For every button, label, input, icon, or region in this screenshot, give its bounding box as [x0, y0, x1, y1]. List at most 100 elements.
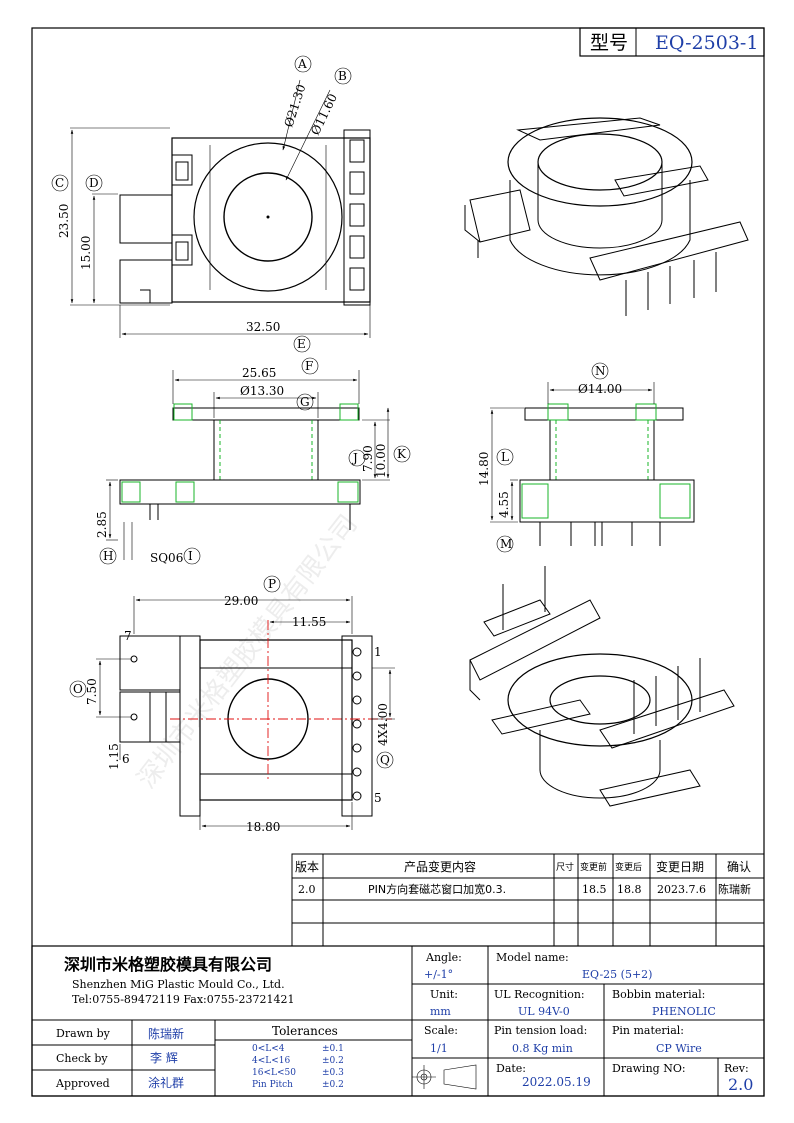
model-name-label: Model name:	[496, 951, 569, 964]
marker-h: H	[103, 549, 113, 563]
front-width-flange: 25.65	[242, 366, 276, 380]
pin-number-6: 6	[122, 752, 130, 766]
tolerances-title: Tolerances	[272, 1024, 338, 1038]
tension-value: 0.8 Kg min	[512, 1042, 573, 1055]
tol-value-3: ±0.3	[322, 1068, 344, 1078]
tol-range-1: 0<L<4	[252, 1044, 285, 1054]
marker-q: Q	[380, 753, 390, 767]
date-label: Date:	[496, 1062, 526, 1075]
pin-number-1: 1	[374, 645, 382, 659]
marker-o: O	[73, 682, 83, 696]
date-value: 2022.05.19	[522, 1075, 591, 1089]
rev-row-date: 2023.7.6	[657, 883, 706, 896]
marker-j: J	[351, 451, 358, 465]
side-dia-core: Ø14.00	[578, 382, 622, 396]
revision-table: 版本 产品变更内容 尺寸 变更前 变更后 变更日期 确认 2.0 PIN方向套磁…	[291, 853, 765, 947]
bottom-edge: 1.15	[107, 743, 121, 770]
marker-p: P	[268, 577, 276, 591]
side-view: Ø14.00 14.80 4.55 L M N	[477, 362, 695, 553]
marker-i: I	[188, 549, 193, 563]
marker-a: A	[297, 57, 307, 71]
marker-n: N	[595, 364, 606, 378]
marker-e: E	[297, 337, 306, 351]
model-header-value: EQ-2503-1	[655, 32, 758, 54]
unit-value: mm	[430, 1005, 451, 1018]
rev-row-after: 18.8	[617, 883, 642, 896]
top-outer-circle	[193, 142, 343, 292]
tension-label: Pin tension load:	[494, 1024, 587, 1037]
rev-header-before: 变更前	[580, 861, 607, 873]
bottom-pitch-left: 7.50	[85, 678, 99, 705]
scale-value: 1/1	[430, 1042, 448, 1055]
pin-material-value: CP Wire	[656, 1042, 702, 1055]
rev-header-date: 变更日期	[656, 859, 704, 874]
rev-row-before: 18.5	[582, 883, 607, 896]
angle-value: +/-1°	[424, 968, 453, 981]
iso-view-bottom	[469, 566, 735, 807]
marker-m: M	[500, 537, 512, 551]
top-view: Ø21.30 Ø11.60 23.50 15.00 32.50 A B C D …	[51, 55, 371, 353]
rev-row-content: PIN方向套磁芯窗口加宽0.3.	[368, 882, 506, 896]
rev-row-confirm: 陈瑞新	[718, 882, 751, 896]
marker-k: K	[397, 447, 407, 461]
check-by-label: Check by	[56, 1052, 108, 1065]
drawn-by-name: 陈瑞新	[148, 1026, 184, 1041]
rev-value: 2.0	[728, 1075, 753, 1094]
bobbin-label: Bobbin material:	[612, 988, 705, 1001]
company-tel-fax: Tel:0755-89472119 Fax:0755-23721421	[72, 993, 294, 1006]
top-height-mid: 15.00	[79, 236, 93, 270]
rev-header-after: 变更后	[615, 861, 642, 873]
iso-view-top	[464, 117, 749, 316]
tol-value-4: ±0.2	[322, 1080, 344, 1090]
check-by-name: 李 辉	[150, 1050, 178, 1065]
marker-l: L	[501, 450, 509, 464]
approved-name: 涂礼群	[148, 1075, 184, 1090]
rev-header-version: 版本	[295, 860, 319, 874]
top-dia-inner: Ø11.60	[308, 91, 340, 137]
bottom-view: 29.00 11.55 7.50 4X4.00 1.15 18.80 7 6 1…	[69, 575, 395, 834]
approved-label: Approved	[55, 1077, 110, 1090]
tol-range-4: Pin Pitch	[252, 1080, 293, 1090]
sheet-border	[31, 27, 765, 1097]
tol-range-2: 4<L<16	[252, 1056, 291, 1066]
front-winding-h: 7.90	[361, 445, 375, 472]
company-name-en: Shenzhen MiG Plastic Mould Co., Ltd.	[72, 978, 285, 991]
rev-row-version: 2.0	[298, 883, 316, 896]
tol-range-3: 16<L<50	[252, 1068, 296, 1078]
tol-value-2: ±0.2	[322, 1056, 344, 1066]
bobbin-value: PHENOLIC	[652, 1005, 716, 1018]
marker-f: F	[305, 359, 313, 373]
top-inner-circle	[223, 172, 313, 262]
drawn-by-label: Drawn by	[56, 1027, 111, 1040]
ul-label: UL Recognition:	[494, 988, 585, 1001]
top-width-total: 32.50	[246, 320, 280, 334]
angle-label: Angle:	[425, 951, 462, 964]
front-dia-core: Ø13.30	[240, 384, 284, 398]
bottom-width-base: 18.80	[246, 820, 280, 834]
front-view: 25.65 Ø13.30 7.90 10.00 2.85 SQ06 F G H …	[95, 357, 411, 565]
title-block: 深圳市米格塑胶模具有限公司 Shenzhen MiG Plastic Mould…	[31, 945, 765, 1097]
marker-d: D	[89, 176, 99, 190]
bottom-pitch-right: 4X4.00	[376, 703, 390, 746]
rev-label: Rev:	[724, 1062, 749, 1075]
front-pin-sq: SQ06	[150, 551, 183, 565]
pin-number-5: 5	[374, 791, 382, 805]
scale-label: Scale:	[424, 1024, 458, 1037]
ul-value: UL 94V-0	[518, 1005, 570, 1018]
front-window-h: 10.00	[374, 444, 388, 478]
rev-header-content: 产品变更内容	[404, 859, 476, 874]
marker-c: C	[55, 176, 64, 190]
rev-header-size: 尺寸	[556, 861, 574, 873]
front-pin-len: 2.85	[95, 511, 109, 538]
unit-label: Unit:	[430, 988, 458, 1001]
bottom-width-total: 29.00	[224, 594, 258, 608]
drawing-no-label: Drawing NO:	[612, 1062, 686, 1075]
side-height-total: 14.80	[477, 452, 491, 486]
model-name-value: EQ-25 (5+2)	[582, 968, 652, 981]
side-base-h: 4.55	[497, 491, 511, 518]
top-dia-outer: Ø21.30	[282, 83, 309, 129]
marker-b: B	[338, 69, 347, 83]
rev-header-confirm: 确认	[727, 860, 751, 874]
top-height-total: 23.50	[57, 204, 71, 238]
